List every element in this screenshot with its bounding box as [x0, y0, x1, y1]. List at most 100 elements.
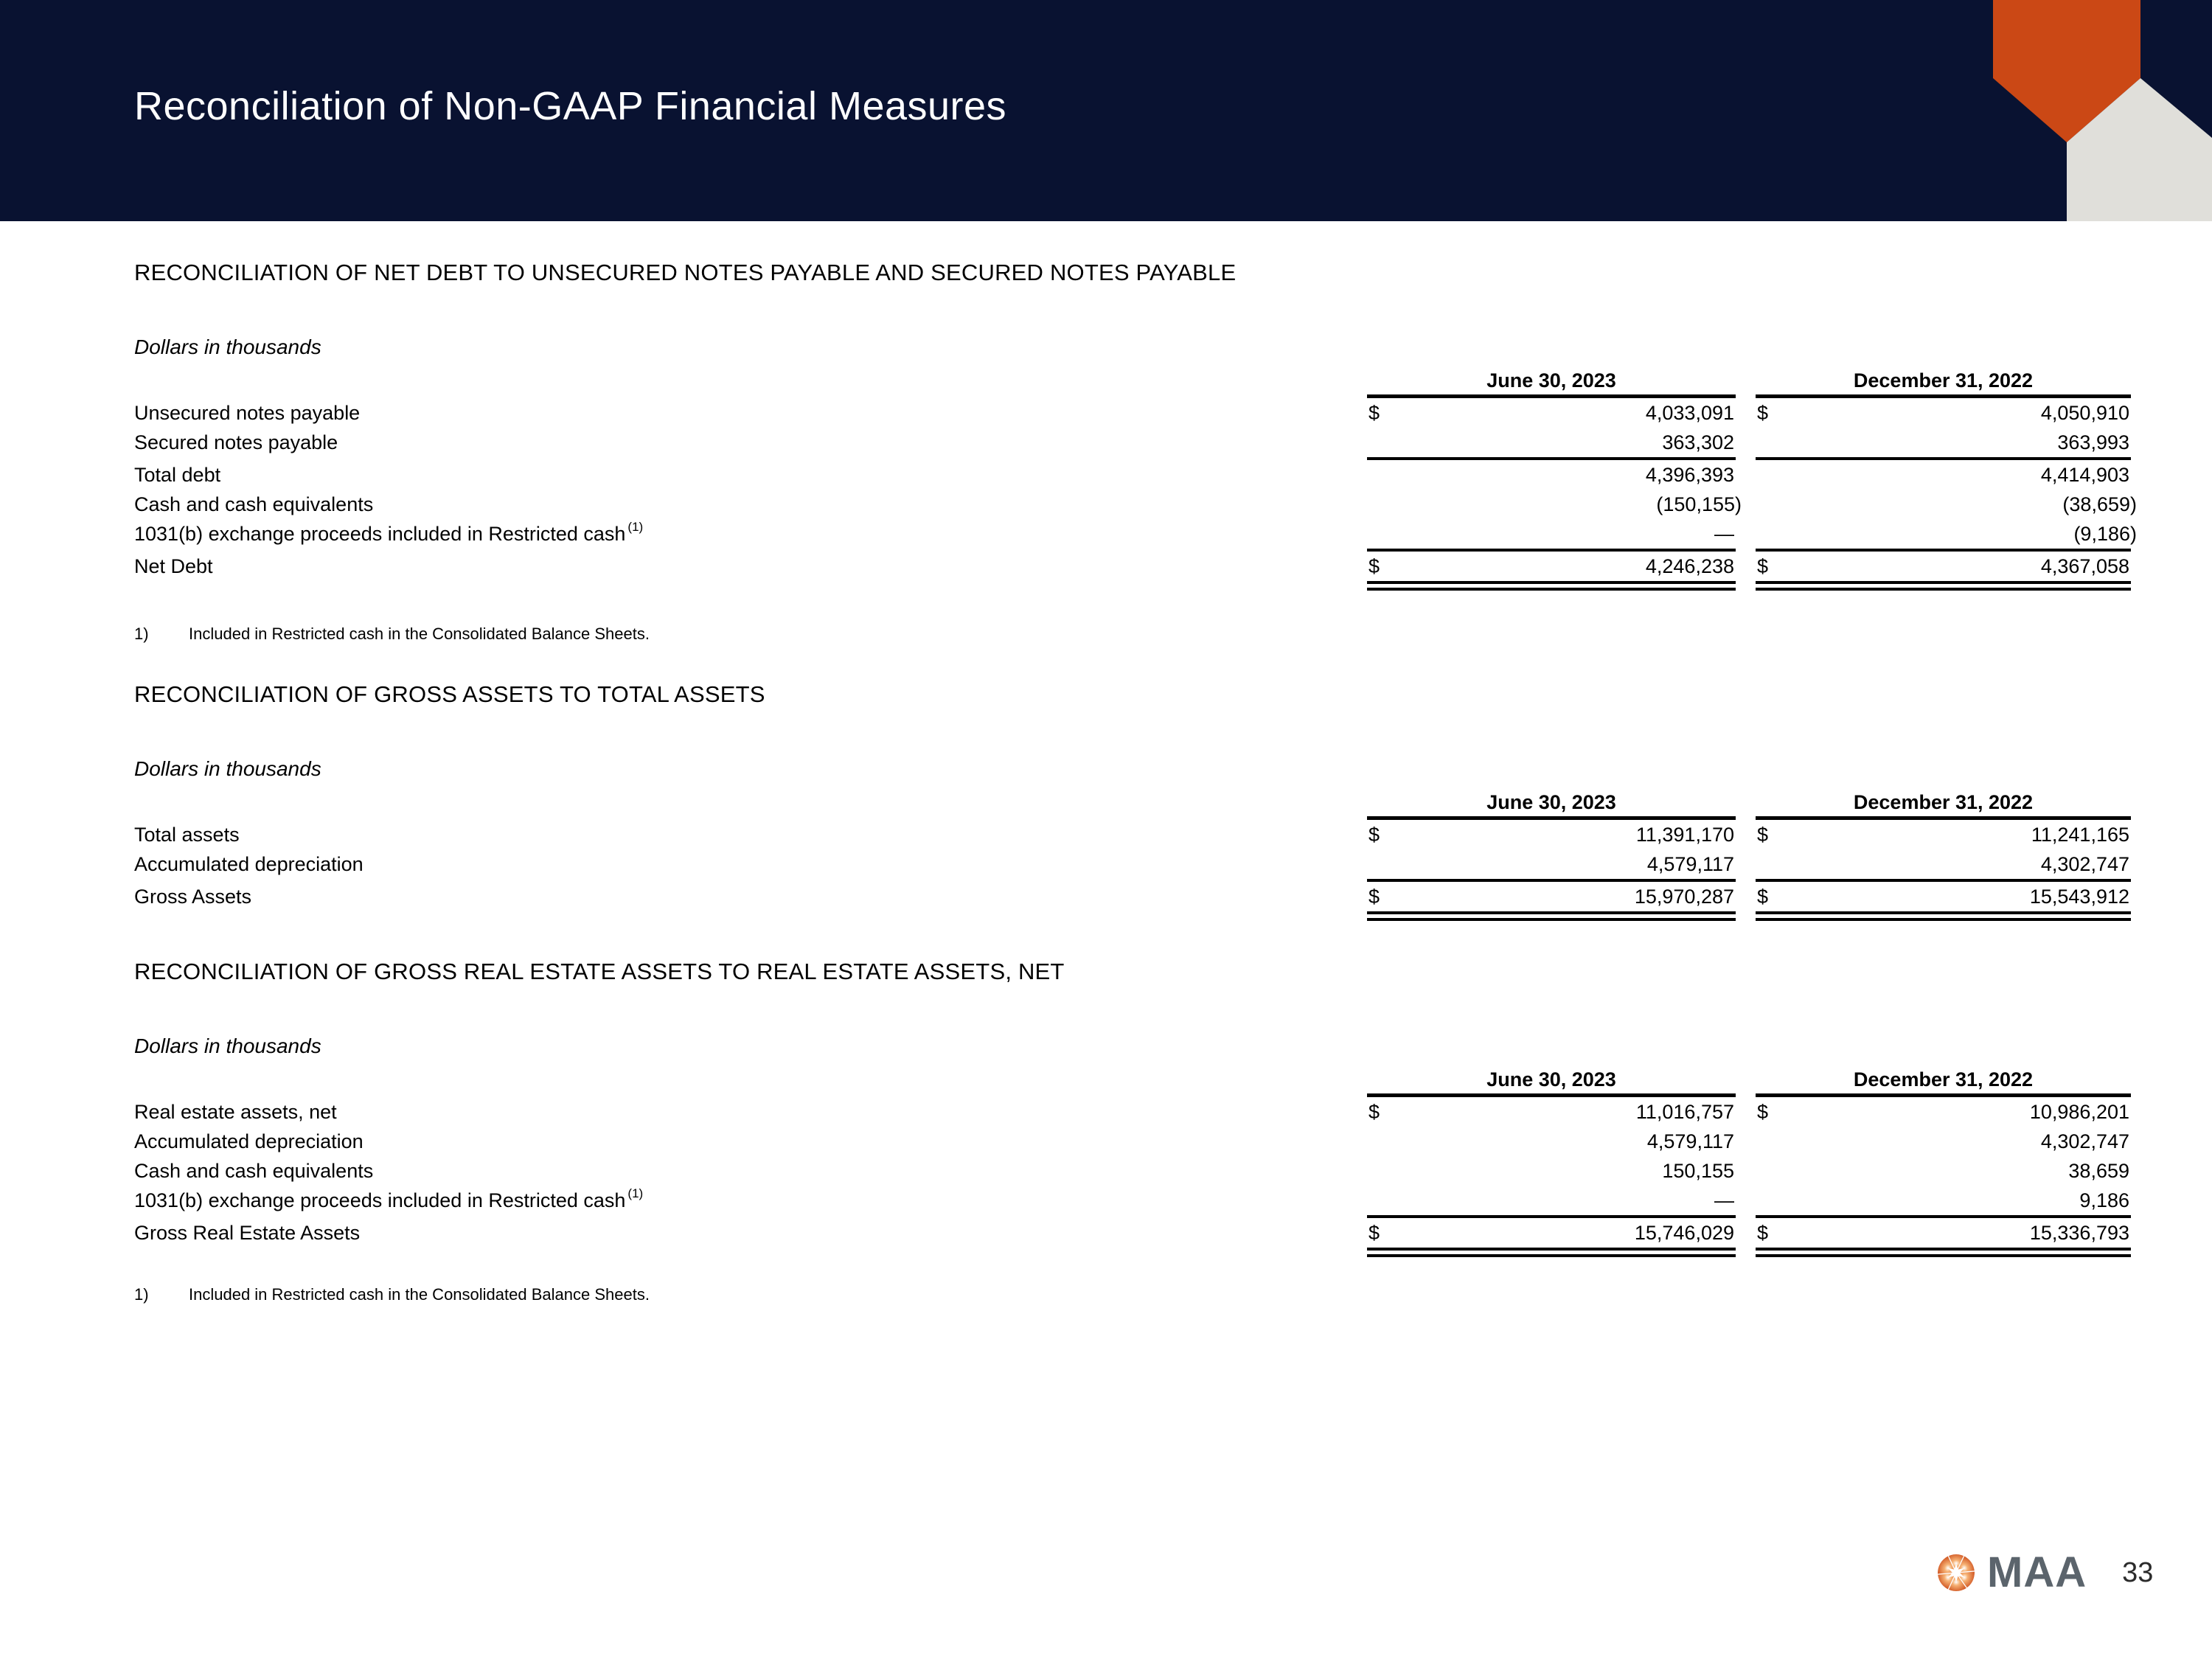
dollar-sign: $: [1368, 1100, 1380, 1123]
units-label: Dollars in thousands: [134, 1034, 321, 1057]
column-gap: [1736, 1186, 1756, 1218]
dollar-sign: $: [1757, 823, 1769, 846]
value: 4,033,091: [1645, 401, 1734, 424]
row-label: 1031(b) exchange proceeds included in Re…: [134, 520, 644, 545]
value: 4,367,058: [2040, 554, 2129, 577]
value-cell: $4,050,910: [1756, 398, 2131, 428]
dollar-sign: $: [1757, 885, 1769, 908]
value-cell: 9,186: [1756, 1186, 2131, 1218]
value: 11,241,165: [2031, 823, 2129, 846]
value: 9,186: [2079, 1189, 2129, 1211]
value-cell: $10,986,201: [1756, 1097, 2131, 1127]
footnote-marker: 1): [134, 625, 149, 643]
value-cell: 4,302,747: [1756, 1127, 2131, 1156]
dollar-sign: $: [1368, 885, 1380, 908]
value: (150,155): [1656, 493, 1742, 515]
dollar-sign: $: [1368, 1221, 1380, 1244]
maa-logo-text: MAA: [1987, 1548, 2087, 1596]
units-label: Dollars in thousands: [134, 757, 321, 780]
value-cell: $4,246,238: [1367, 552, 1736, 591]
value-cell: (9,186): [1756, 519, 2137, 552]
dollar-sign: $: [1368, 401, 1380, 424]
value: 363,302: [1662, 431, 1734, 453]
column-gap: [1736, 1156, 1756, 1186]
value-cell: $15,746,029: [1367, 1218, 1736, 1257]
value: 15,970,287: [1634, 885, 1734, 908]
column-gap: [1736, 552, 1756, 591]
section-heading: RECONCILIATION OF GROSS ASSETS TO TOTAL …: [134, 681, 765, 707]
column-gap: [1736, 460, 1756, 490]
value: 4,414,903: [2040, 463, 2129, 486]
column-gap: [1736, 1218, 1756, 1257]
column-header: December 31, 2022: [1756, 1063, 2131, 1097]
value-cell: 363,993: [1756, 428, 2131, 460]
footnote-marker: 1): [134, 1285, 149, 1304]
value-cell: —: [1367, 519, 1736, 552]
value: 38,659: [2068, 1159, 2129, 1182]
table-corner: [134, 1063, 1367, 1093]
dollar-sign: $: [1757, 554, 1769, 577]
dollar-sign: $: [1368, 554, 1380, 577]
footnote-ref: (1): [627, 520, 644, 534]
row-label: Gross Real Estate Assets: [134, 1221, 361, 1244]
row-label: 1031(b) exchange proceeds included in Re…: [134, 1186, 644, 1211]
value: (9,186): [2073, 522, 2137, 545]
value: 4,302,747: [2040, 1130, 2129, 1152]
value: 4,302,747: [2040, 852, 2129, 875]
row-label: Accumulated depreciation: [134, 1130, 364, 1152]
value-cell: $4,367,058: [1756, 552, 2131, 591]
section-heading: RECONCILIATION OF NET DEBT TO UNSECURED …: [134, 260, 1237, 285]
footnote: 1) Included in Restricted cash in the Con…: [134, 1284, 650, 1305]
value: 4,579,117: [1646, 852, 1734, 875]
row-label: Secured notes payable: [134, 431, 338, 453]
footnote-ref: (1): [627, 1186, 644, 1200]
footer-logo: MAA 33: [1933, 1548, 2153, 1597]
row-label: Total debt: [134, 463, 221, 486]
page-title: Reconciliation of Non-GAAP Financial Mea…: [134, 84, 1007, 128]
value: —: [1714, 522, 1734, 545]
value: 10,986,201: [2029, 1100, 2129, 1123]
row-label: Cash and cash equivalents: [134, 1159, 374, 1182]
banner: Reconciliation of Non-GAAP Financial Mea…: [0, 0, 2212, 221]
value: 15,336,793: [2029, 1221, 2129, 1244]
value-cell: 4,579,117: [1367, 849, 1736, 882]
row-label: Unsecured notes payable: [134, 401, 361, 424]
footnote-text: Included in Restricted cash in the Conso…: [189, 1285, 650, 1304]
column-gap: [1736, 849, 1756, 882]
section-heading: RECONCILIATION OF GROSS REAL ESTATE ASSE…: [134, 959, 1065, 984]
row-label: Cash and cash equivalents: [134, 493, 374, 515]
orange-pentagon-shape: [1993, 0, 2140, 142]
value: (38,659): [2062, 493, 2137, 515]
column-gap: [1736, 1063, 1756, 1097]
row-label: Real estate assets, net: [134, 1100, 337, 1123]
column-header: June 30, 2023: [1367, 364, 1736, 398]
column-gap: [1736, 519, 1756, 552]
section-gross-real-estate: RECONCILIATION OF GROSS REAL ESTATE ASSE…: [134, 957, 2131, 1257]
value-cell: 4,396,393: [1367, 460, 1736, 490]
column-header: December 31, 2022: [1756, 786, 2131, 820]
value-cell: 150,155: [1367, 1156, 1736, 1186]
value-cell: —: [1367, 1186, 1736, 1218]
footnote-text: Included in Restricted cash in the Conso…: [189, 625, 650, 643]
value: 363,993: [2057, 431, 2129, 453]
value: 4,579,117: [1646, 1130, 1734, 1152]
value-cell: $11,391,170: [1367, 820, 1736, 849]
table-corner: [134, 364, 1367, 394]
row-label: Total assets: [134, 823, 240, 846]
column-gap: [1736, 882, 1756, 921]
value-cell: 4,302,747: [1756, 849, 2131, 882]
dollar-sign: $: [1368, 823, 1380, 846]
value: 4,396,393: [1645, 463, 1734, 486]
section-net-debt: RECONCILIATION OF NET DEBT TO UNSECURED …: [134, 258, 2137, 591]
page-number: 33: [2122, 1557, 2154, 1588]
row-label: Accumulated depreciation: [134, 852, 364, 875]
value: 15,746,029: [1634, 1221, 1734, 1244]
value-cell: $11,241,165: [1756, 820, 2131, 849]
value-cell: $15,336,793: [1756, 1218, 2131, 1257]
value: —: [1714, 1189, 1734, 1211]
section-gross-assets: RECONCILIATION OF GROSS ASSETS TO TOTAL …: [134, 680, 2131, 921]
logo-star: [1947, 1563, 1965, 1582]
